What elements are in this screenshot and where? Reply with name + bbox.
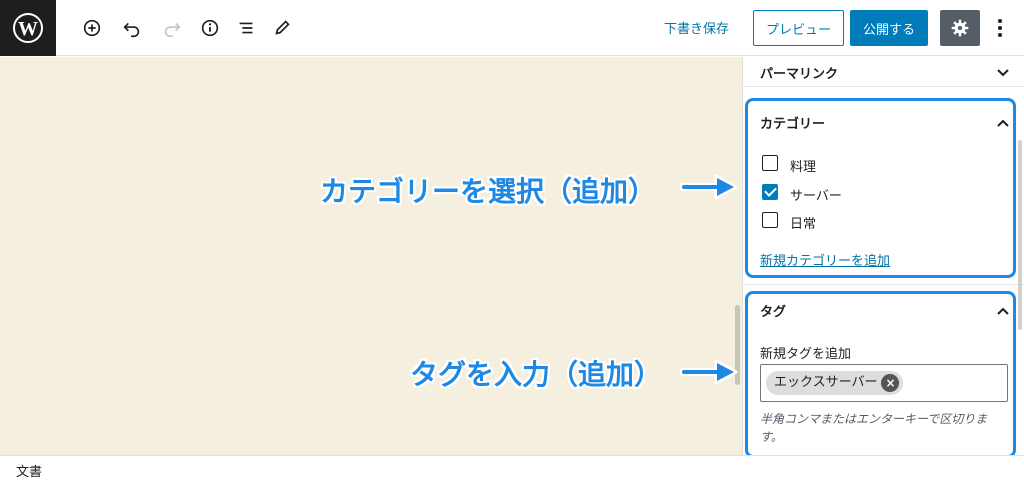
- tag-annotation: タグを入力（追加）: [410, 358, 663, 391]
- permalink-panel-title[interactable]: パーマリンク: [760, 67, 839, 82]
- tag-chip-label: エックスサーバー: [774, 375, 878, 390]
- tag-highlight-frame: [745, 291, 1016, 458]
- arrow-right-icon: [680, 174, 738, 200]
- preview-button[interactable]: プレビュー: [753, 10, 844, 46]
- editor-toolbar: W 下書き保存 プレビュー 公開する: [0, 0, 1024, 56]
- editor-footer: 文書: [0, 455, 1024, 480]
- category-label: 日常: [790, 217, 817, 232]
- tags-panel-title[interactable]: タグ: [760, 305, 787, 320]
- category-checkbox-daily[interactable]: [762, 212, 778, 228]
- chevron-down-icon[interactable]: [995, 64, 1011, 80]
- category-checkbox-cooking[interactable]: [762, 155, 778, 171]
- add-block-icon[interactable]: [78, 14, 106, 42]
- redo-icon[interactable]: [158, 14, 186, 42]
- wordpress-logo-icon[interactable]: W: [0, 0, 56, 56]
- info-icon[interactable]: [196, 14, 224, 42]
- category-highlight-frame: [745, 98, 1016, 278]
- breadcrumb-document[interactable]: 文書: [16, 465, 43, 480]
- panel-divider: [743, 284, 1024, 285]
- undo-icon[interactable]: [118, 14, 146, 42]
- tag-input[interactable]: エックスサーバー ×: [760, 364, 1008, 402]
- tag-help-text: 半角コンマまたはエンターキーで区切ります。: [760, 412, 988, 444]
- new-tag-label: 新規タグを追加: [760, 347, 852, 362]
- edit-pencil-icon[interactable]: [268, 14, 296, 42]
- add-new-category-link[interactable]: 新規カテゴリーを追加: [760, 254, 891, 269]
- publish-button[interactable]: 公開する: [850, 10, 928, 46]
- category-label: サーバー: [790, 189, 842, 204]
- chevron-up-icon[interactable]: [995, 115, 1011, 131]
- tag-chip: エックスサーバー ×: [766, 371, 904, 395]
- category-checkbox-server[interactable]: [762, 184, 778, 200]
- sidebar-scrollbar[interactable]: [1018, 140, 1022, 330]
- canvas-scrollbar[interactable]: [735, 305, 740, 385]
- list-view-icon[interactable]: [232, 14, 260, 42]
- chevron-up-icon[interactable]: [995, 303, 1011, 319]
- category-annotation: カテゴリーを選択（追加）: [320, 175, 657, 208]
- categories-panel-title[interactable]: カテゴリー: [760, 117, 826, 132]
- arrow-right-icon: [680, 359, 738, 385]
- category-label: 料理: [790, 160, 817, 175]
- save-draft-button[interactable]: 下書き保存: [664, 22, 730, 37]
- remove-tag-icon[interactable]: ×: [881, 374, 900, 392]
- editor-canvas[interactable]: [0, 57, 742, 455]
- panel-divider: [743, 86, 1024, 87]
- svg-text:W: W: [18, 18, 38, 40]
- more-options-icon[interactable]: [990, 14, 1010, 42]
- settings-gear-icon[interactable]: [940, 10, 980, 46]
